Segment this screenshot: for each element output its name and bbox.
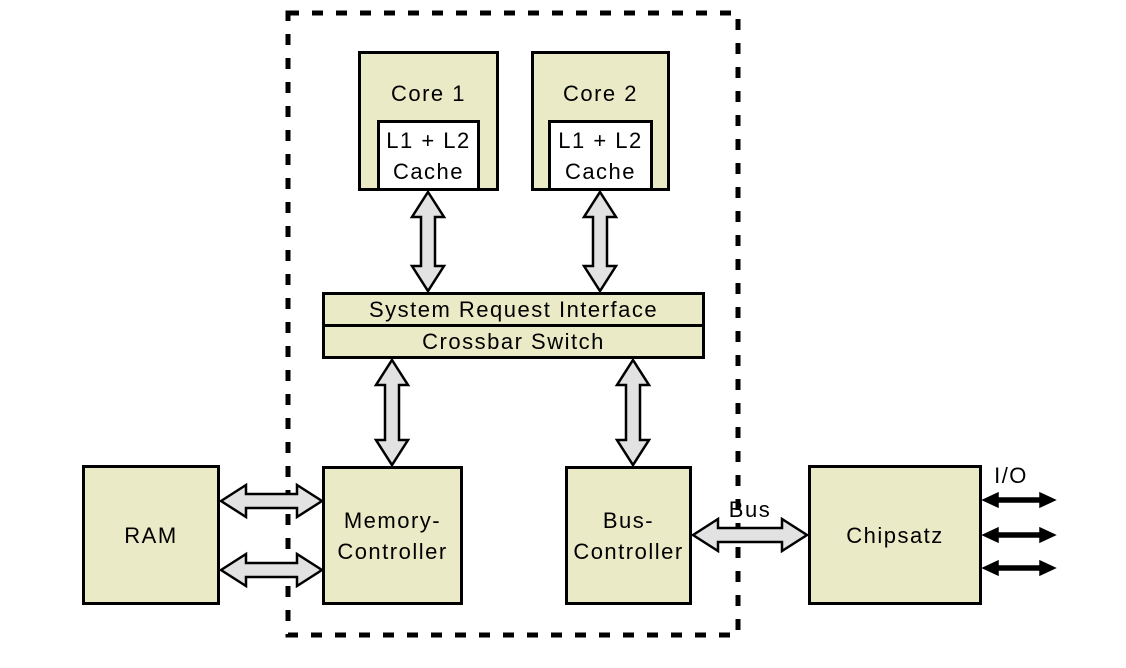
double-arrow-ram-memctrl-top [218,482,325,520]
double-arrow-ram-memctrl-bottom [218,551,325,589]
system-request-interface-label: System Request Interface [368,297,659,322]
double-arrow-busctrl-chipset [690,516,810,554]
node-memory-controller: Memory- Controller [322,466,463,605]
bus-edge-label: Bus [728,497,772,522]
core2-label: Core 2 [562,81,639,106]
core1-cache-line2: Cache [392,158,465,184]
core2-cache-line2: Cache [564,158,637,184]
double-arrow-crossbar-busctrl [614,357,652,468]
bus-controller-line2: Controller [573,538,684,564]
chipset-label: Chipsatz [846,522,944,548]
node-bus-controller: Bus- Controller [565,466,692,605]
node-chipset: Chipsatz [808,465,982,605]
bus-controller-line1: Bus- [602,507,655,533]
io-double-arrow-3 [981,559,1057,577]
io-edge-label: I/O [994,463,1028,488]
node-system-request-interface: System Request Interface [322,292,705,327]
core1-label: Core 1 [390,81,467,106]
node-core1-cache: L1 + L2 Cache [377,120,480,191]
double-arrow-core1-sri [409,189,447,294]
core2-cache-line1: L1 + L2 [558,127,643,153]
core1-cache-line1: L1 + L2 [386,127,471,153]
double-arrow-core2-sri [581,189,619,294]
crossbar-switch-label: Crossbar Switch [422,329,605,354]
node-core2-cache: L1 + L2 Cache [548,120,653,191]
node-crossbar-switch: Crossbar Switch [322,324,705,359]
ram-label: RAM [124,522,178,548]
io-double-arrow-2 [981,526,1057,544]
double-arrow-crossbar-memctrl [373,357,411,468]
io-double-arrow-1 [981,491,1057,509]
memory-controller-line1: Memory- [343,507,442,533]
cpu-die-boundary [285,10,741,638]
memory-controller-line2: Controller [337,538,448,564]
node-ram: RAM [82,465,220,605]
